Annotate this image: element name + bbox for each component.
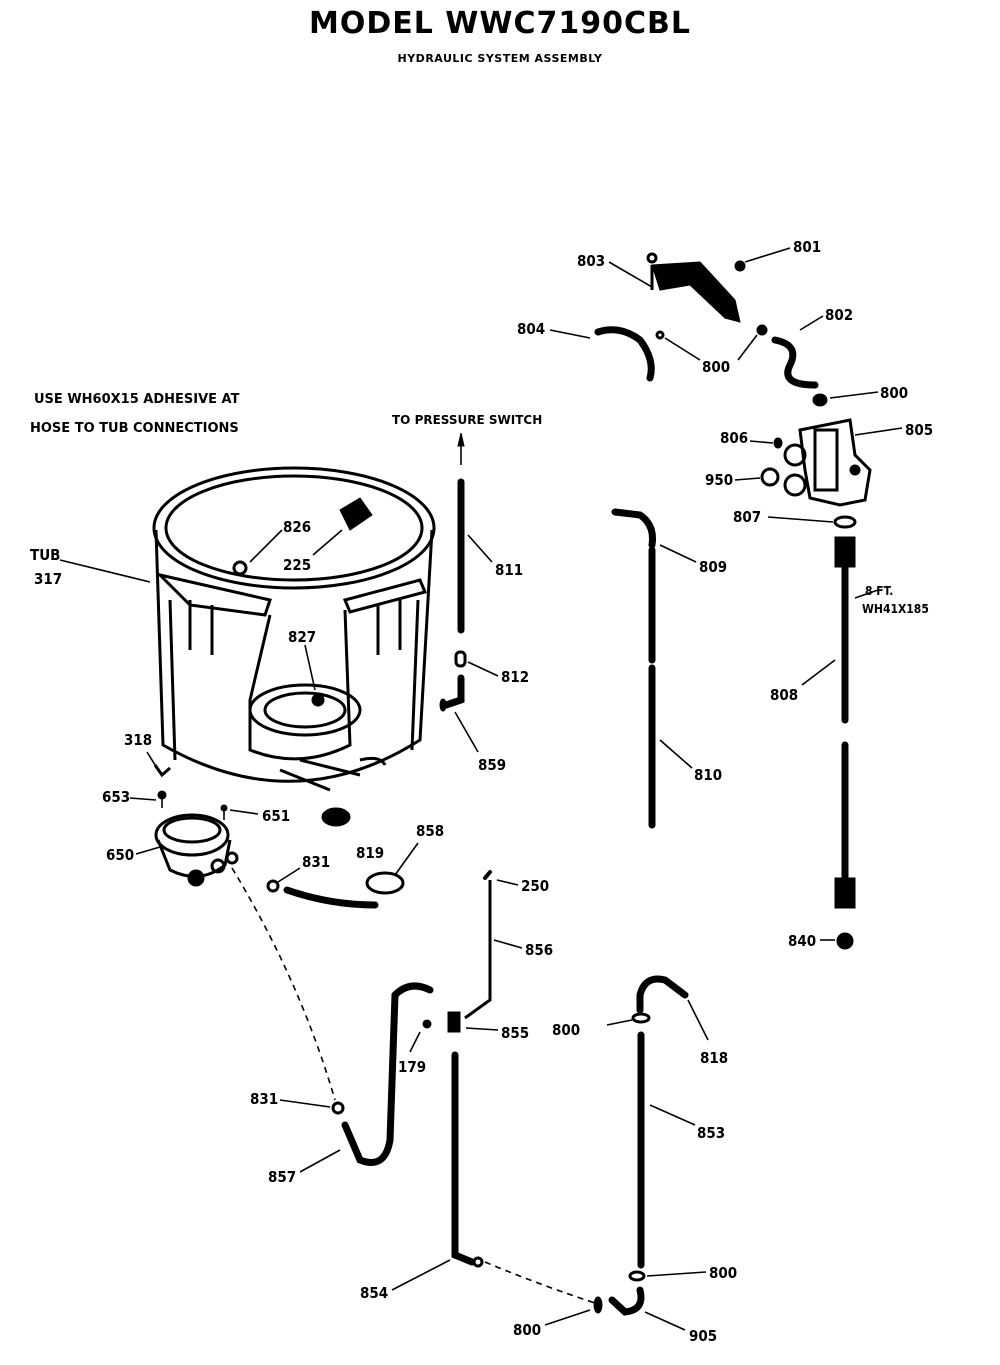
part-225-label: 225 <box>283 556 311 574</box>
part-840-label: 840 <box>788 932 816 950</box>
lower-left-hoses <box>331 870 492 1268</box>
part-827-label: 827 <box>288 628 316 646</box>
part-812-label: 812 <box>501 668 529 686</box>
part-807-label: 807 <box>733 508 761 526</box>
pressure-tube <box>439 432 467 712</box>
part-800-label-e: 800 <box>513 1321 541 1339</box>
fill-hose-808-drawing <box>834 536 856 950</box>
part-653-label: 653 <box>102 788 130 806</box>
part-805-label: 805 <box>905 421 933 439</box>
part-819-drawing <box>321 807 351 827</box>
part-950-label: 950 <box>705 471 733 489</box>
part-650-label: 650 <box>106 846 134 864</box>
part-859-label: 859 <box>478 756 506 774</box>
part-318-label: 318 <box>124 731 152 749</box>
part-800-label-d: 800 <box>709 1264 737 1282</box>
page-subtitle: HYDRAULIC SYSTEM ASSEMBLY <box>397 52 603 65</box>
adhesive-note-line2: HOSE TO TUB CONNECTIONS <box>30 421 239 436</box>
part-250-label: 250 <box>521 877 549 895</box>
part-808-label: 808 <box>770 686 798 704</box>
part-179-label: 179 <box>398 1058 426 1076</box>
hose-853-drawing <box>593 975 689 1316</box>
tub-leader <box>59 559 151 583</box>
part-819-label: 819 <box>356 844 384 862</box>
part-801-label: 801 <box>793 238 821 256</box>
pump-drawing <box>153 764 239 887</box>
part-854-label: 854 <box>360 1284 388 1302</box>
part-905-label: 905 <box>689 1327 717 1345</box>
part-831-bottom-label: 831 <box>250 1090 278 1108</box>
hose-809-810-drawing <box>611 508 656 829</box>
part-800-label-b: 800 <box>880 384 908 402</box>
part-831-top-label: 831 <box>302 853 330 871</box>
part-855-label: 855 <box>501 1024 529 1042</box>
part-804-label: 804 <box>517 320 545 338</box>
part-826-label: 826 <box>283 518 311 536</box>
part-809-label: 809 <box>699 558 727 576</box>
part-858-drawing <box>283 871 405 909</box>
part-857-label: 857 <box>268 1168 296 1186</box>
tub-drawing <box>152 466 436 792</box>
part-811-label: 811 <box>495 561 523 579</box>
part-803-label: 803 <box>577 252 605 270</box>
part-856-label: 856 <box>525 941 553 959</box>
part-818-label: 818 <box>700 1049 728 1067</box>
part-651-label: 651 <box>262 807 290 825</box>
part-800-label-a: 800 <box>702 358 730 376</box>
adhesive-note-line1: USE WH60X15 ADHESIVE AT <box>34 392 240 407</box>
part-806-label: 806 <box>720 429 748 447</box>
pressure-switch-note: TO PRESSURE SWITCH <box>392 413 543 427</box>
part-800-label-c: 800 <box>552 1021 580 1039</box>
water-valve-drawing <box>760 418 872 529</box>
valve-bracket-drawing <box>594 252 828 407</box>
part-853-label: 853 <box>697 1124 725 1142</box>
tub-label: TUB <box>30 546 60 564</box>
part-810-label: 810 <box>694 766 722 784</box>
hose-part-label: WH41X185 <box>862 602 929 616</box>
page-title: MODEL WWC7190CBL <box>308 6 691 41</box>
hose-length-label: 8 FT. <box>865 584 893 598</box>
tub-number-label: 317 <box>34 570 62 588</box>
part-802-label: 802 <box>825 306 853 324</box>
part-858-label: 858 <box>416 822 444 840</box>
